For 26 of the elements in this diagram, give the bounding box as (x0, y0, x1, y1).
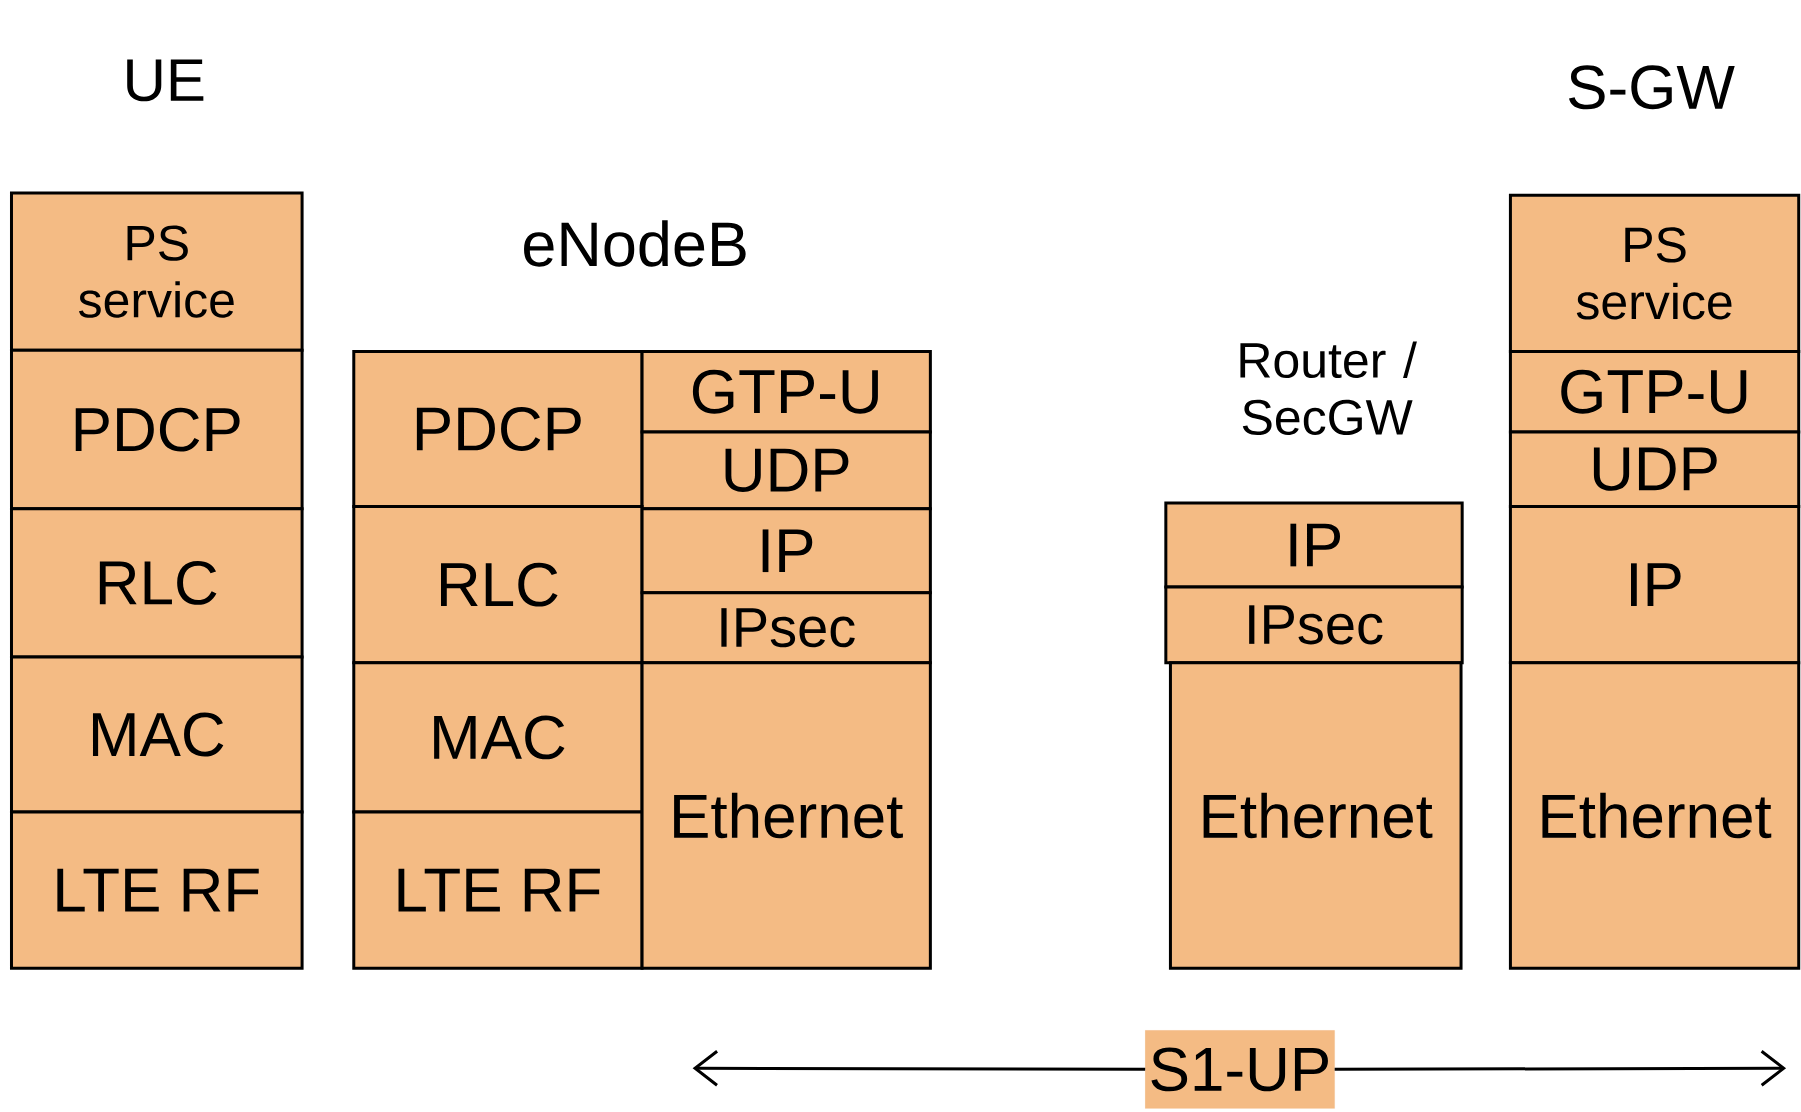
protocol-layer-box: PS service (10, 191, 304, 352)
arrow (692, 1050, 1146, 1087)
protocol-layer-box: PS service (1508, 193, 1801, 353)
protocol-layer-box: LTE RF (10, 810, 304, 970)
protocol-layer-box: UDP (640, 430, 932, 511)
protocol-layer-box: IPsec (640, 591, 932, 665)
column-heading: S-GW (1569, 65, 1735, 110)
protocol-layer-box: UDP (1508, 430, 1801, 509)
protocol-layer-box: RLC (352, 505, 644, 665)
protocol-layer-box: RLC (10, 507, 304, 659)
column-heading: Router / SecGW (1240, 341, 1417, 436)
column-heading: UE (127, 59, 204, 102)
protocol-layer-box: LTE RF (352, 810, 644, 970)
protocol-layer-box: GTP-U (640, 350, 932, 434)
protocol-layer-box: IP (640, 507, 932, 595)
protocol-layer-box: S1-UP (1145, 1030, 1335, 1109)
protocol-layer-box: Ethernet (1508, 661, 1801, 970)
protocol-layer-box: PDCP (352, 350, 644, 509)
arrow (1334, 1050, 1787, 1087)
protocol-layer-box: IP (1164, 501, 1464, 589)
protocol-layer-box: PDCP (10, 348, 304, 511)
column-heading: eNodeB (524, 220, 746, 267)
protocol-layer-box: GTP-U (1508, 350, 1801, 434)
protocol-layer-box: MAC (10, 655, 304, 814)
protocol-layer-box: IPsec (1164, 585, 1464, 665)
protocol-layer-box: MAC (352, 661, 644, 814)
